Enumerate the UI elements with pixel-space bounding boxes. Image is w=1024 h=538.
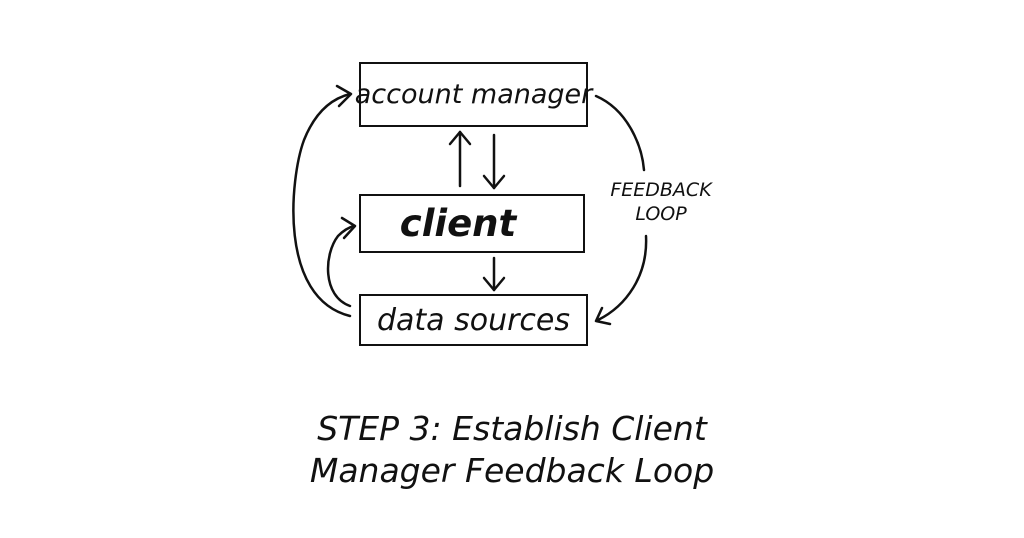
arrow-feedback-loop-right (594, 94, 648, 326)
feedback-loop-label-line1: FEEDBACK (610, 179, 712, 201)
node-account-manager-label: account manager (354, 79, 593, 110)
arrow-client-to-account-manager (448, 130, 472, 188)
feedback-loop-label: FEEDBACK LOOP (594, 178, 728, 226)
step-caption-line2: Manager Feedback Loop (309, 451, 715, 490)
arrow-account-manager-to-client (482, 133, 506, 190)
feedback-loop-label-line2: LOOP (635, 203, 687, 225)
node-account-manager: account manager (355, 62, 592, 127)
step-caption: STEP 3: Establish Client Manager Feedbac… (262, 408, 762, 492)
node-client: client (359, 194, 585, 253)
node-data-sources: data sources (359, 294, 588, 346)
node-client-label: client (399, 202, 517, 245)
arrow-inner-loop-data-sources-to-client (326, 216, 357, 308)
node-data-sources-label: data sources (376, 302, 571, 338)
arrow-client-to-data-sources (482, 256, 506, 292)
arrow-outer-loop-data-sources-to-account-manager (292, 84, 353, 318)
step-caption-line1: STEP 3: Establish Client (317, 409, 707, 448)
